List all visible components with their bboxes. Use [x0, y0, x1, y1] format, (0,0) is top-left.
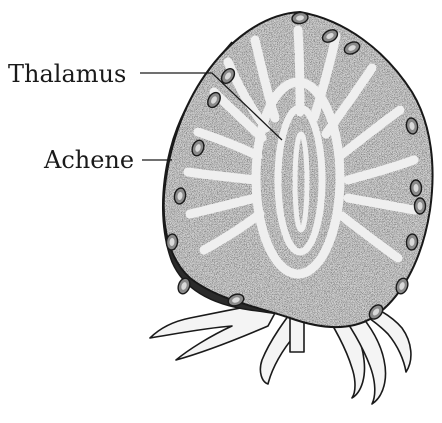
achene-highlight — [224, 72, 232, 80]
vascular-strand — [185, 193, 261, 219]
fruit-body — [161, 10, 434, 328]
achene-highlight — [195, 144, 201, 152]
vascular-strand — [335, 105, 405, 161]
achene-highlight — [413, 184, 419, 192]
thalamus-leader-line — [140, 72, 283, 141]
achene-highlight — [181, 282, 187, 290]
pith-inner-ring — [274, 104, 326, 256]
vascular-strand — [337, 211, 403, 263]
achene-highlight — [409, 122, 415, 130]
achene-highlight — [409, 238, 415, 246]
vascular-strand — [343, 193, 419, 215]
pith-outer-ring — [251, 77, 345, 279]
achene-highlight — [232, 297, 240, 303]
achene-label: Achene — [44, 146, 135, 174]
achene-highlight — [177, 192, 183, 200]
achene-highlight — [326, 33, 334, 39]
achene-highlight — [348, 45, 356, 51]
achene-highlight — [417, 202, 423, 210]
label-leaders — [140, 72, 283, 161]
vascular-strand — [183, 167, 261, 185]
vascular-strand — [293, 25, 305, 117]
achene-highlight — [372, 308, 380, 316]
achene-highlight — [399, 282, 405, 290]
vascular-strand — [250, 35, 280, 123]
vascular-strand — [309, 31, 341, 123]
thalamus-label: Thalamus — [8, 60, 127, 88]
achene-highlight — [296, 15, 304, 21]
pith-core — [292, 131, 310, 233]
vascular-strand — [343, 155, 419, 185]
achene-highlight — [169, 238, 175, 246]
achene-highlight — [211, 96, 217, 104]
